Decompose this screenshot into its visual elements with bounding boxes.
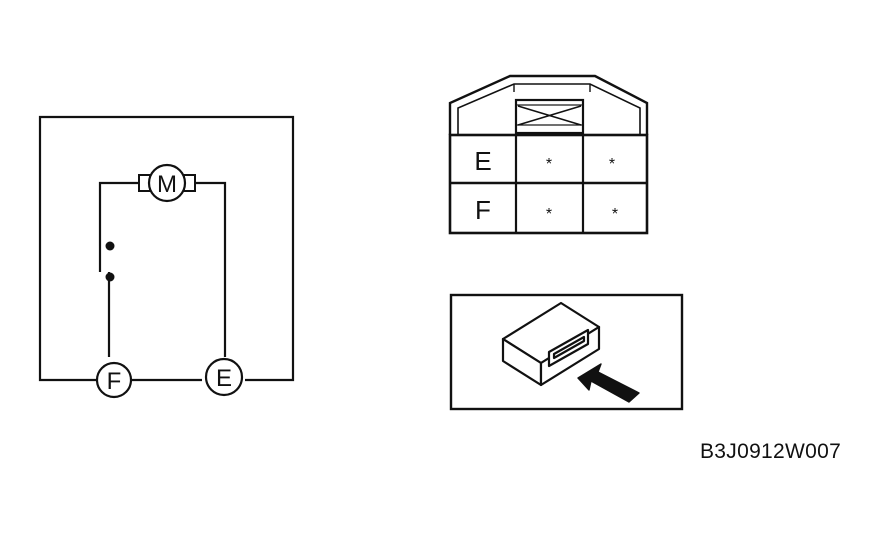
motor-label: M bbox=[157, 171, 177, 198]
connector-housing bbox=[448, 74, 649, 135]
circuit-schematic bbox=[38, 115, 295, 382]
location-arrow-icon bbox=[577, 363, 640, 403]
component-location-inset bbox=[449, 293, 684, 411]
lock-slot-icon bbox=[514, 98, 585, 135]
switch-contact-lower bbox=[105, 272, 115, 282]
connector-cell-e-1: * bbox=[546, 156, 552, 173]
relay-module-icon bbox=[501, 301, 601, 387]
connector-row-f-label: F bbox=[475, 195, 491, 225]
connector-face: E * * F * * bbox=[448, 74, 649, 235]
terminal-f-label: F bbox=[107, 368, 122, 395]
outer-loop-wire bbox=[38, 115, 295, 382]
motor-symbol: M bbox=[138, 163, 196, 203]
terminal-e: E bbox=[204, 357, 244, 397]
switch-contact-upper bbox=[105, 241, 115, 251]
switch-contacts bbox=[98, 241, 115, 282]
motor-icon bbox=[147, 163, 187, 203]
inner-right-wire bbox=[195, 181, 227, 357]
terminal-e-label: E bbox=[216, 365, 232, 392]
connector-row-e-label: E bbox=[474, 146, 491, 176]
figure-reference-code: B3J0912W007 bbox=[700, 440, 842, 463]
connector-cell-e-2: * bbox=[609, 156, 615, 173]
inner-left-wire bbox=[98, 181, 140, 357]
connector-cell-f-2: * bbox=[612, 206, 618, 223]
terminal-f: F bbox=[95, 361, 133, 399]
connector-cell-f-1: * bbox=[546, 206, 552, 223]
